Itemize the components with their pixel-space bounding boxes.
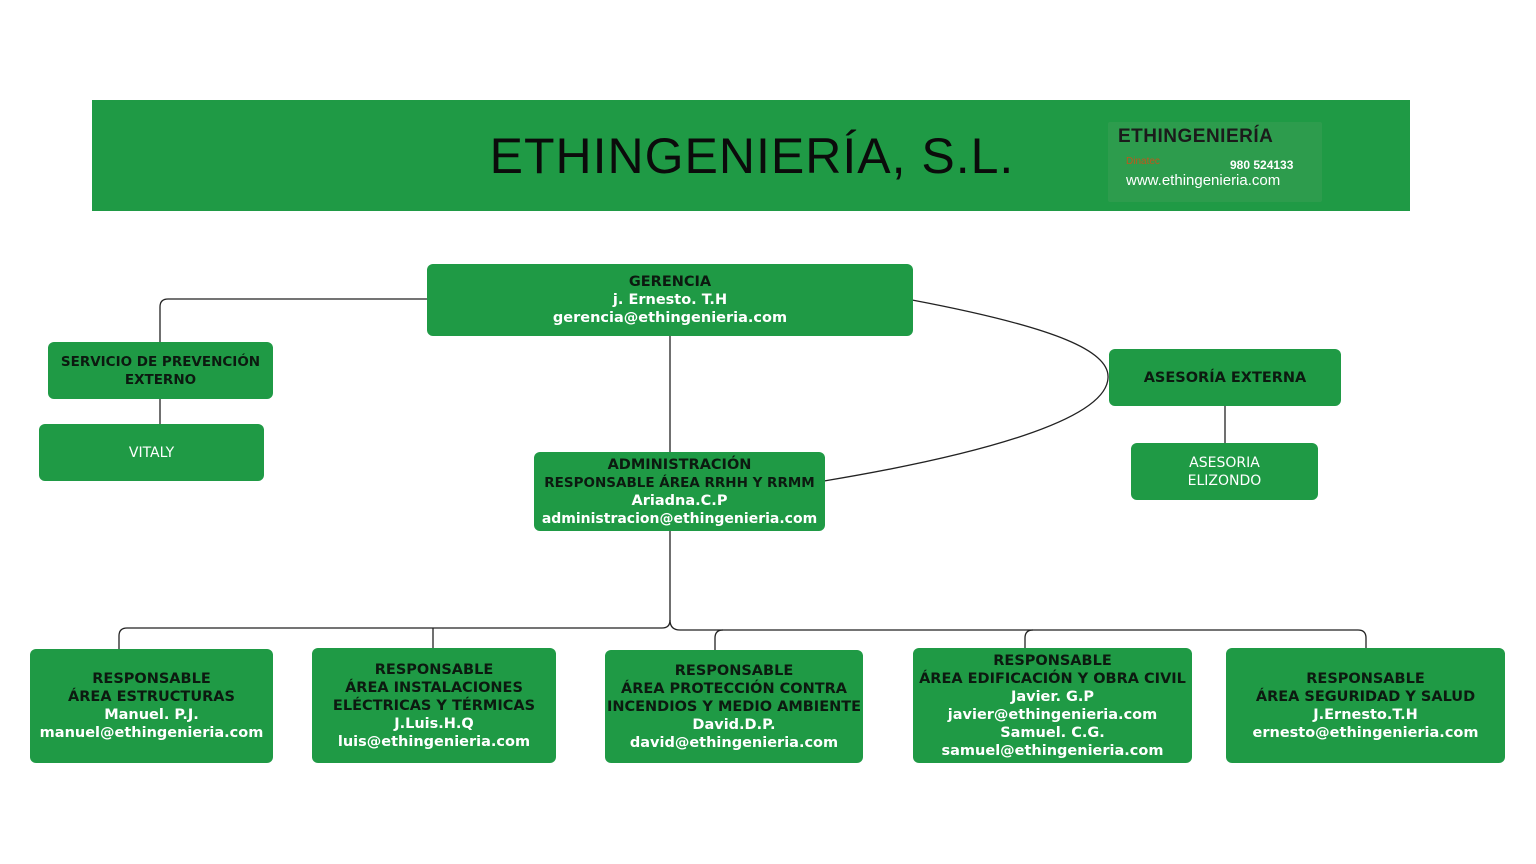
company-logo: ETHINGENIERÍA Dinatec 980 524133 www.eth… [1108,122,1322,202]
prevencion-title-line2: EXTERNO [124,371,197,388]
node-vitaly: VITALY [39,424,264,481]
asesoria-provider-line2: ELIZONDO [1187,472,1262,489]
area-role: RESPONSABLE [92,671,211,687]
gerencia-email: gerencia@ethingenieria.com [552,310,788,326]
area-title: ÁREA EDIFICACIÓN Y OBRA CIVIL [919,670,1186,687]
area-person-email-2: samuel@ethingenieria.com [941,742,1164,759]
node-asesoria-elizondo: ASESORIA ELIZONDO [1131,443,1318,500]
area-title: ÁREA ESTRUCTURAS [68,689,235,705]
area-person-name: David.D.P. [692,716,776,733]
node-administracion: ADMINISTRACIÓN RESPONSABLE ÁREA RRHH Y R… [534,452,825,531]
area-person-name: Manuel. P.J. [104,707,199,723]
node-prevencion: SERVICIO DE PREVENCIÓN EXTERNO [48,342,273,399]
connector-gerencia-prevencion [159,298,427,343]
area-role: RESPONSABLE [374,661,494,678]
administracion-name: Ariadna.C.P [631,492,728,509]
administracion-title-line1: ADMINISTRACIÓN [607,456,752,473]
asesoria-provider-line1: ASESORIA [1189,454,1260,471]
area-role: RESPONSABLE [674,662,794,679]
node-area-instalaciones: RESPONSABLE ÁREA INSTALACIONES ELÉCTRICA… [312,648,556,763]
area-title: ÁREA SEGURIDAD Y SALUD [1255,688,1476,705]
connector-administracion-bus [118,530,671,649]
area-title: ÁREA INSTALACIONES [345,679,523,696]
connector-bus-proteccion [714,629,724,650]
node-asesoria: ASESORÍA EXTERNA [1109,349,1341,406]
header-banner: ETHINGENIERÍA, S.L. ETHINGENIERÍA Dinate… [92,100,1410,211]
node-gerencia: GERENCIA j. Ernesto. T.H gerencia@ething… [427,264,913,336]
gerencia-title: GERENCIA [628,274,712,290]
area-role: RESPONSABLE [993,652,1112,669]
logo-phone: 980 524133 [1230,158,1294,172]
area-person-email: ernesto@ethingenieria.com [1252,724,1479,741]
area-person-email: javier@ethingenieria.com [947,706,1158,723]
asesoria-title: ASESORÍA EXTERNA [1143,369,1307,386]
gerencia-name: j. Ernesto. T.H [612,292,728,308]
area-role: RESPONSABLE [1306,670,1425,687]
node-area-edificacion: RESPONSABLE ÁREA EDIFICACIÓN Y OBRA CIVI… [913,648,1192,763]
area-person-email: manuel@ethingenieria.com [39,725,264,741]
logo-name: ETHINGENIERÍA [1118,126,1274,147]
area-person-name: J.Ernesto.T.H [1313,706,1418,723]
connector-bus-edificacion [1024,629,1034,649]
node-area-estructuras: RESPONSABLE ÁREA ESTRUCTURAS Manuel. P.J… [30,649,273,763]
area-person-email: david@ethingenieria.com [629,734,839,751]
vitaly-label: VITALY [128,444,175,461]
area-person-name-2: Samuel. C.G. [1000,724,1105,741]
administracion-title-line2: RESPONSABLE ÁREA RRHH Y RRMM [544,474,815,491]
area-title-cont: INCENDIOS Y MEDIO AMBIENTE [606,698,862,715]
prevencion-title-line1: SERVICIO DE PREVENCIÓN [60,353,261,370]
company-title: ETHINGENIERÍA, S.L. [489,128,1015,184]
administracion-email: administracion@ethingenieria.com [541,510,818,527]
area-person-email: luis@ethingenieria.com [337,733,531,750]
area-title-cont: ELÉCTRICAS Y TÉRMICAS [332,697,536,714]
logo-sub: Dinatec [1126,156,1160,167]
area-title: ÁREA PROTECCIÓN CONTRA [620,680,848,697]
node-area-proteccion: RESPONSABLE ÁREA PROTECCIÓN CONTRA INCEN… [605,650,863,763]
node-area-seguridad: RESPONSABLE ÁREA SEGURIDAD Y SALUD J.Ern… [1226,648,1505,763]
connector-bus-right [669,619,1367,649]
logo-website: www.ethingenieria.com [1126,172,1281,189]
connector-gerencia-asesoria [823,299,1109,482]
area-person-name: J.Luis.H.Q [394,715,474,732]
area-person-name: Javier. G.P [1010,688,1095,705]
